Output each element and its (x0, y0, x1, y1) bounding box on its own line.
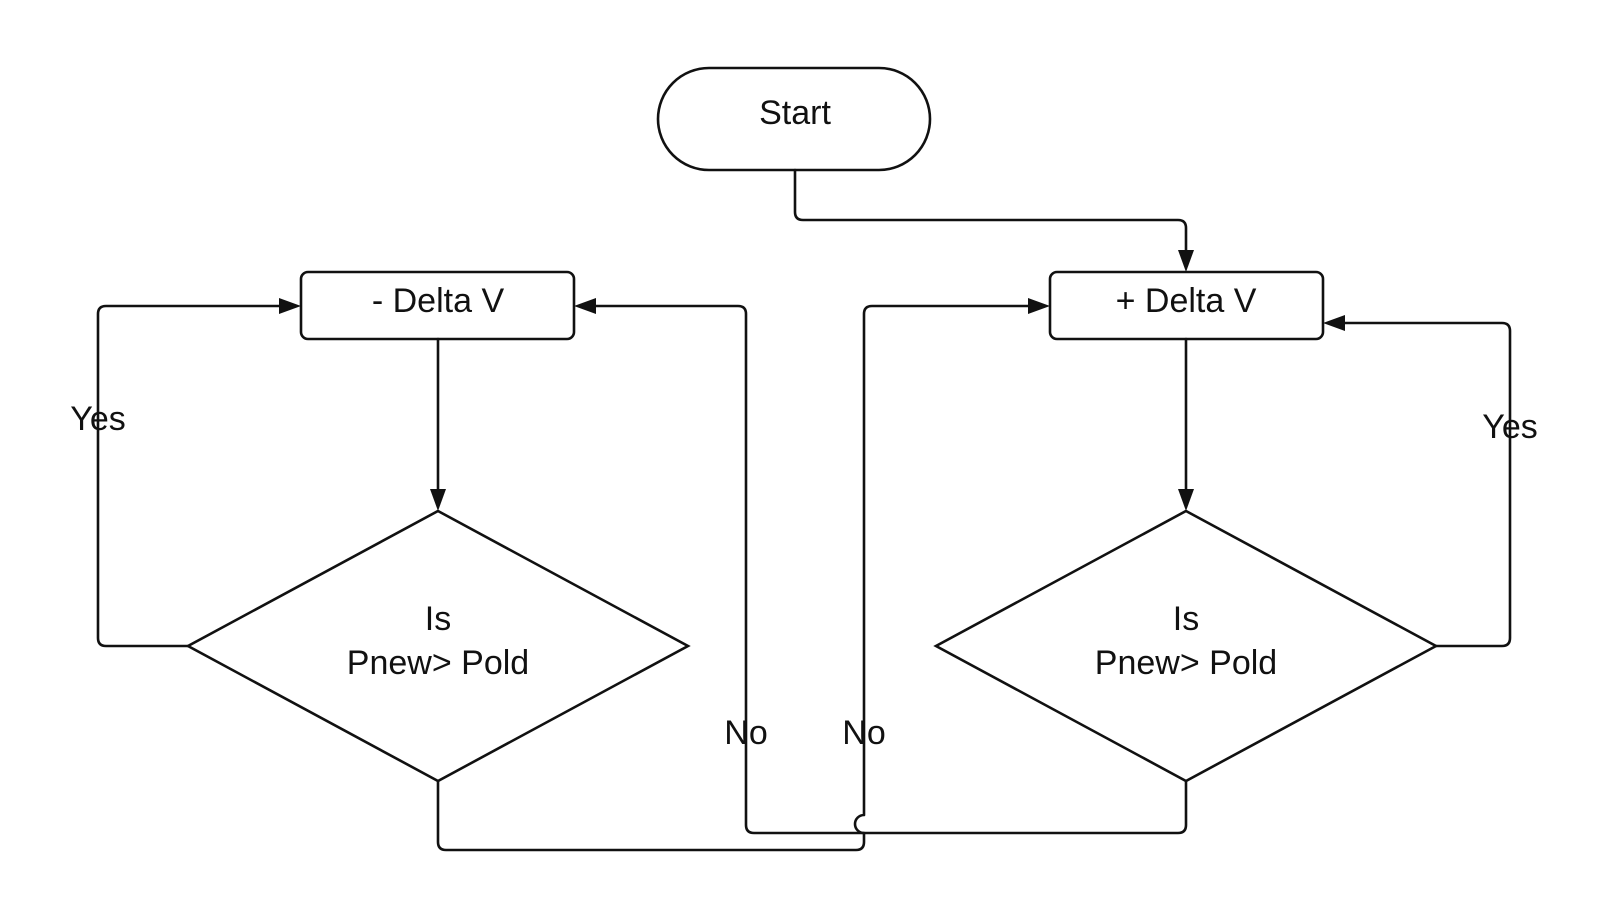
left-yes-loop-connector (96, 304, 281, 648)
right-no-label: No (842, 714, 885, 752)
minus-delta-v-label: - Delta V (372, 282, 505, 320)
plus-delta-to-right-decision-arrowhead (1178, 489, 1194, 511)
left-no-label: No (724, 714, 767, 752)
right-decision-label-line1: Is (1173, 600, 1199, 638)
left-decision-label-line1: Is (425, 600, 451, 638)
minus-delta-to-left-decision-arrowhead (430, 489, 446, 511)
left-decision-label-line2: Pnew> Pold (347, 644, 529, 682)
left-yes-label: Yes (70, 400, 125, 438)
right-decision-label-line2: Pnew> Pold (1095, 644, 1277, 682)
plus-delta-v-label: + Delta V (1116, 282, 1257, 320)
right-yes-loop-arrowhead (1323, 315, 1345, 331)
right-decision-no-connector (594, 304, 1188, 835)
start-to-plus-delta-arrowhead (1178, 250, 1194, 272)
left-decision-no-arrowhead (1028, 298, 1050, 314)
left-decision-no-connector (436, 304, 1030, 852)
right-yes-loop-connector (1343, 321, 1512, 648)
start-to-plus-delta-connector (793, 168, 1188, 252)
start-label: Start (759, 94, 831, 132)
left-yes-loop-arrowhead (279, 298, 301, 314)
right-decision-no-arrowhead (574, 298, 596, 314)
right-yes-label: Yes (1482, 408, 1537, 446)
